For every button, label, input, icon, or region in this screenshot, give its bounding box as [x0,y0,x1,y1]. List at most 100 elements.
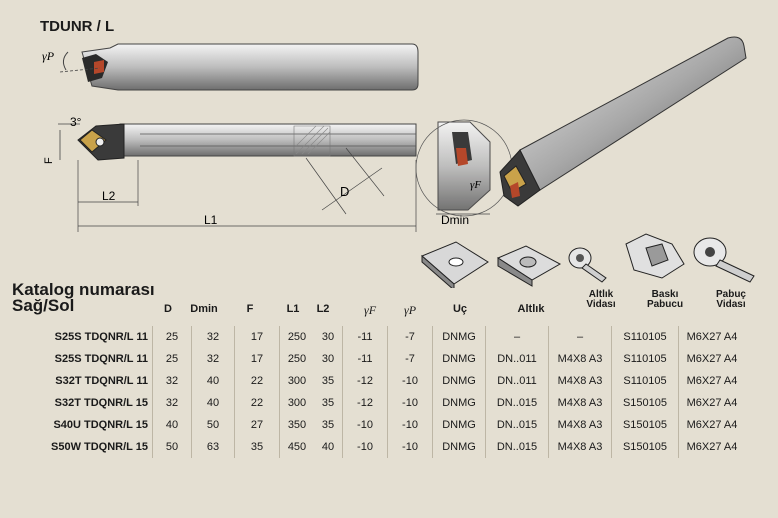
cell-l2: 35 [321,397,335,409]
cell-l2: 35 [321,419,335,431]
col-shim: Altlık [517,303,545,315]
cell-shim: DN..015 [485,392,549,414]
cell-insert: DNMG [432,392,486,414]
cell-shim-screw: M4X8 A3 [548,436,612,458]
cell-gf: -10 [342,414,388,436]
cell-f: 22 [234,370,280,392]
gamma-f-label: γF [470,179,481,191]
cell-gf: -11 [342,348,388,370]
tool-drawing: γP 3° F L2 L1 D γF Dmin [42,36,747,232]
cell-shim-screw: M4X8 A3 [548,370,612,392]
cell-clamp-screw: M6X27 A4 [678,326,745,348]
cell-d: 50 [152,436,192,458]
col-clamp-screw: Pabuç Vidası [694,290,768,310]
cell-l2: 30 [321,331,335,343]
cell-dmin: 63 [191,436,235,458]
cell-dmin: 32 [191,326,235,348]
front-view [415,119,513,217]
cell-code: S32T TDQNR/L 11 [55,375,148,387]
cell-clamp-screw: M6X27 A4 [678,348,745,370]
col-clamp-screw-line2: Vidası [716,299,746,310]
col-clamp: Baskı Pabucu [630,290,700,310]
cell-shim: DN..015 [485,414,549,436]
cell-insert: DNMG [432,436,486,458]
cell-shim-screw: M4X8 A3 [548,348,612,370]
cell-clamp: S110105 [611,348,679,370]
cell-insert: DNMG [432,348,486,370]
cell-code: S40U TDQNR/L 15 [53,419,148,431]
page-title: TDUNR / L [40,18,115,35]
cell-shim-screw: M4X8 A3 [548,414,612,436]
cell-d: 32 [152,392,192,414]
cell-code: S25S TDQNR/L 11 [54,331,148,343]
dmin-label: Dmin [441,213,469,227]
cell-gf: -12 [342,370,388,392]
cell-f: 35 [234,436,280,458]
cell-insert: DNMG [432,370,486,392]
cell-shim-screw: – [548,326,612,348]
cell-l1: 300 [279,370,314,392]
col-gamma-f: γF [363,303,377,317]
catalog-heading: Katalog numarası [12,280,155,299]
cell-l2: 30 [321,353,335,365]
col-clamp-line1: Baskı [651,289,679,300]
col-clamp-screw-line1: Pabuç [715,289,746,300]
insert-icon [421,241,489,288]
cell-shim: DN..015 [485,436,549,458]
cell-clamp-screw: M6X27 A4 [678,414,745,436]
cell-clamp-screw: M6X27 A4 [678,392,745,414]
shim-screw-icon [568,247,607,283]
cell-dmin: 50 [191,414,235,436]
col-shim-screw-line2: Vidası [586,299,616,310]
cell-l1: 250 [279,348,314,370]
cell-f: 17 [234,326,280,348]
cell-dmin: 32 [191,348,235,370]
cell-gp: -10 [387,370,433,392]
col-l2: L2 [316,303,330,315]
cell-code: S32T TDQNR/L 15 [54,397,148,409]
col-d: D [164,303,172,315]
cell-gf: -12 [342,392,388,414]
cell-shim: – [485,326,549,348]
cell-gf: -10 [342,436,388,458]
angle-label: 3° [70,115,82,129]
cell-l1: 300 [279,392,314,414]
col-l1: L1 [286,303,300,315]
cell-clamp-screw: M6X27 A4 [678,436,745,458]
cell-clamp: S150105 [611,414,679,436]
cell-gp: -7 [387,348,433,370]
cell-shim: DN..011 [485,370,549,392]
l1-label: L1 [204,213,218,227]
cell-l1: 450 [279,436,314,458]
l2-label: L2 [102,189,116,203]
col-shim-screw: Altlık Vidası [566,290,636,310]
cell-gp: -10 [387,414,433,436]
cell-dmin: 40 [191,392,235,414]
top-view [59,43,419,91]
cell-gp: -10 [387,392,433,414]
shim-icon [496,245,562,287]
table-title: Katalog numarası Sağ/Sol [12,280,155,315]
cell-insert: DNMG [432,414,486,436]
side-heading: Sağ/Sol [12,296,75,315]
col-f: F [246,303,254,315]
cell-l2: 40 [321,441,335,453]
d-label: D [340,184,349,199]
cell-clamp: S150105 [611,392,679,414]
side-view [77,123,417,161]
f-label: F [43,157,55,164]
cell-f: 22 [234,392,280,414]
cell-code: S50W TDQNR/L 15 [51,441,148,453]
col-gamma-p: γP [403,303,417,317]
cell-l1: 250 [279,326,314,348]
col-insert: Uç [452,303,468,315]
cell-gp: -10 [387,436,433,458]
cell-f: 27 [234,414,280,436]
cell-insert: DNMG [432,326,486,348]
clamp-icon [625,233,685,279]
col-clamp-line2: Pabucu [646,299,684,310]
